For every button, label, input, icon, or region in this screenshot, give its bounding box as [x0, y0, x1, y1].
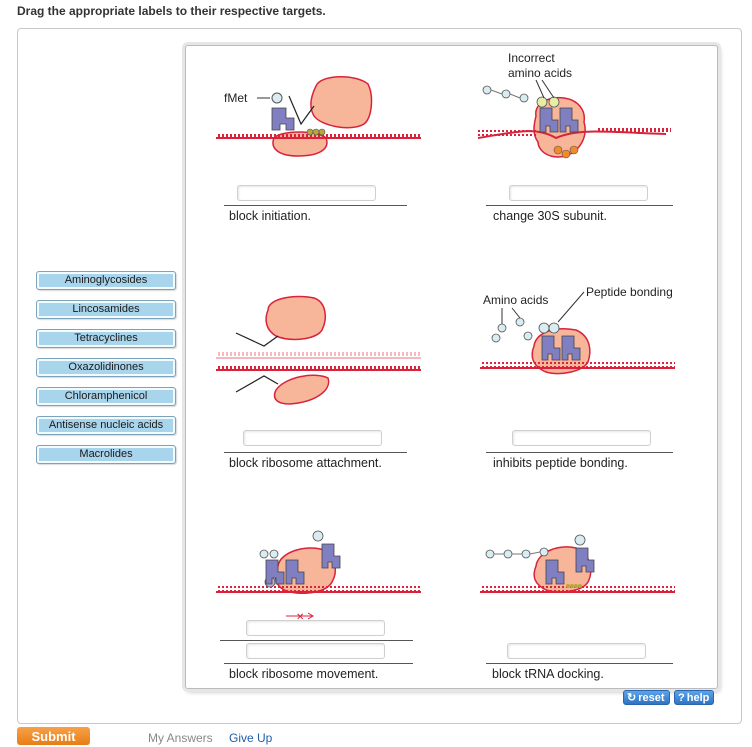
submit-button[interactable]: Submit	[17, 727, 90, 745]
my-answers-link[interactable]: My Answers	[148, 731, 213, 745]
label-lincosamides[interactable]: Lincosamides	[36, 300, 176, 319]
label-oxazolidinones[interactable]: Oxazolidinones	[36, 358, 176, 377]
label-aminoglycosides[interactable]: Aminoglycosides	[36, 271, 176, 290]
target-line	[486, 452, 673, 453]
diagram-trna-docking	[480, 534, 675, 593]
label-macrolides[interactable]: Macrolides	[36, 445, 176, 464]
target-line	[486, 663, 673, 664]
svg-text:✕: ✕	[296, 612, 304, 623]
diagram-change-30s	[477, 79, 671, 159]
instructions: Drag the appropriate labels to their res…	[17, 4, 326, 18]
caption-trna-docking: block tRNA docking.	[492, 667, 604, 681]
drop-target-peptide-bonding[interactable]	[512, 430, 651, 446]
diagram-peptide-bonding	[480, 291, 675, 375]
reset-label: reset	[638, 692, 665, 704]
caption-change-30s: change 30S subunit.	[493, 209, 607, 223]
diagram-block-attachment	[216, 295, 421, 405]
annotation-amino-acids: Amino acids	[483, 293, 549, 307]
label-tetracyclines[interactable]: Tetracyclines	[36, 329, 176, 348]
label-chloramphenicol[interactable]: Chloramphenicol	[36, 387, 176, 406]
question-icon: ?	[678, 692, 685, 704]
label-antisense-nucleic-acids[interactable]: Antisense nucleic acids	[36, 416, 176, 435]
caption-block-movement: block ribosome movement.	[229, 667, 379, 681]
caption-peptide-bonding: inhibits peptide bonding.	[493, 456, 628, 470]
help-label: help	[686, 692, 710, 704]
annotation-incorrect: Incorrect	[508, 51, 555, 65]
diagram-panel: ✕ fMet Incorrect amino acids Amino acids…	[185, 45, 718, 689]
ribosome-diagrams: ✕	[216, 76, 675, 623]
target-line	[224, 452, 407, 453]
drop-target-block-movement-2[interactable]	[246, 643, 385, 659]
annotation-fmet: fMet	[224, 91, 248, 105]
caption-block-initiation: block initiation.	[229, 209, 311, 223]
caption-block-attachment: block ribosome attachment.	[229, 456, 382, 470]
help-button[interactable]: ?help	[674, 690, 715, 705]
annotation-amino-acids-line2: amino acids	[508, 66, 573, 80]
drop-target-block-attachment[interactable]	[243, 430, 382, 446]
diagram-block-movement: ✕	[216, 530, 421, 623]
reset-button[interactable]: ↻reset	[623, 690, 670, 705]
drop-target-block-initiation[interactable]	[237, 185, 376, 201]
drop-target-change-30s[interactable]	[509, 185, 648, 201]
annotation-peptide-bonding: Peptide bonding	[586, 285, 673, 299]
drop-target-trna-docking[interactable]	[507, 643, 646, 659]
target-line	[224, 663, 413, 664]
target-line	[224, 205, 407, 206]
target-line	[220, 640, 413, 641]
diagram-block-initiation	[216, 76, 421, 157]
give-up-link[interactable]: Give Up	[229, 731, 273, 745]
drop-target-block-movement-1[interactable]	[246, 620, 385, 636]
target-line	[486, 205, 673, 206]
reload-icon: ↻	[627, 692, 637, 704]
